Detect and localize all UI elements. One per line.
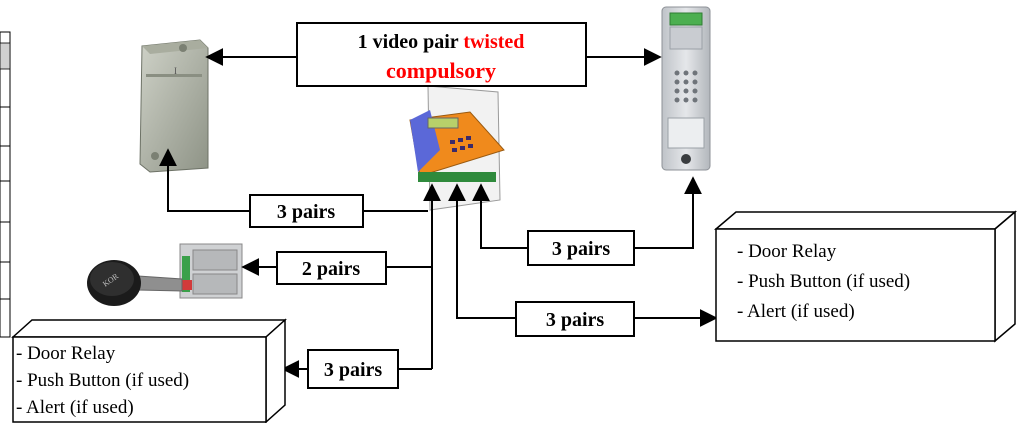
video-pair-box: 1 video pair twisted compulsory <box>296 22 587 87</box>
video-pair-label: 1 video pair twisted <box>358 31 525 53</box>
access-controller-board <box>409 85 505 211</box>
relay-line-alert: - Alert (if used) <box>737 301 855 322</box>
pair-label-text: 3 pairs <box>546 309 605 331</box>
relay-line-alert: - Alert (if used) <box>16 397 134 418</box>
round-exit-push-button: KOR <box>87 260 183 306</box>
pair-label-text: 2 pairs <box>302 258 361 280</box>
relay-box-right: - Door Relay - Push Button (if used) - A… <box>713 210 1018 343</box>
pair-label-text: 3 pairs <box>324 359 383 381</box>
pair-label-text: 3 pairs <box>552 238 611 260</box>
compulsory-text: compulsory <box>386 58 496 83</box>
pair-label-left-relay: 3 pairs <box>307 349 399 389</box>
pair-label-left-reader: 3 pairs <box>249 194 364 228</box>
badge-reader-device: I <box>139 39 209 173</box>
pair-label-door-panel-1: 3 pairs <box>527 230 635 266</box>
relay-line-door-relay: - Door Relay <box>16 343 116 364</box>
svg-text:I: I <box>174 66 177 76</box>
interface-module <box>179 243 243 299</box>
video-pair-text: 1 video pair <box>358 31 464 53</box>
twisted-text: twisted <box>463 31 524 53</box>
relay-line-door-relay: - Door Relay <box>737 241 837 262</box>
relay-line-push-button: - Push Button (if used) <box>16 370 189 391</box>
relay-box-left: - Door Relay - Push Button (if used) - A… <box>11 318 287 423</box>
pair-label-exit-device: 2 pairs <box>276 251 387 285</box>
door-entry-keypad-panel <box>661 6 711 171</box>
relay-line-push-button: - Push Button (if used) <box>737 271 910 292</box>
pair-label-text: 3 pairs <box>277 201 336 223</box>
wires <box>159 48 718 378</box>
left-edge-table <box>0 31 11 338</box>
pair-label-door-panel-2: 3 pairs <box>515 301 635 337</box>
